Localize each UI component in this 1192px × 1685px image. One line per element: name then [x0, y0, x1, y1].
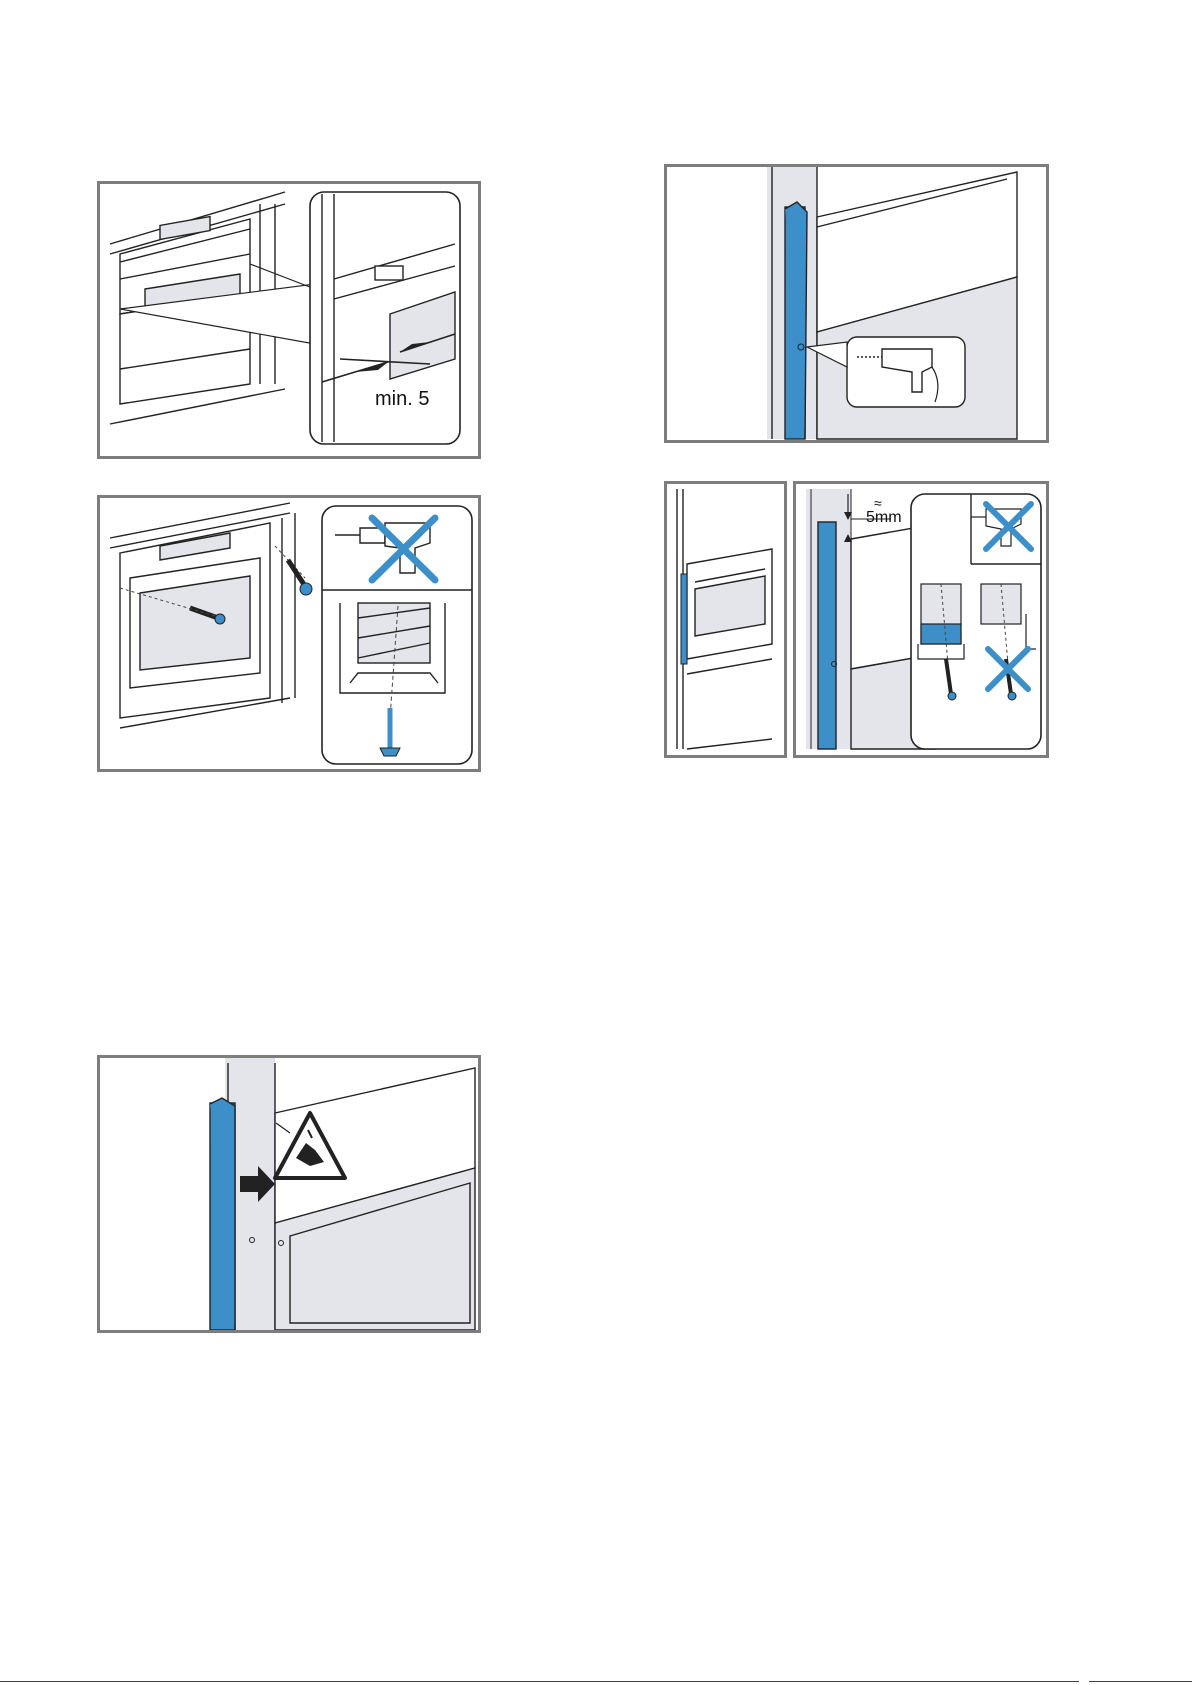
page-bottom-tick [1079, 1681, 1089, 1682]
cabinet-overview-illustration [667, 484, 784, 755]
min-gap-label: min. 5 [375, 388, 429, 410]
figure-side-panel-screw: ≈ 5mm [793, 481, 1049, 758]
figure-cabinet-overview [664, 481, 787, 758]
screw-fixing-illustration [100, 498, 478, 769]
oven-gap-illustration: min. 5 [100, 184, 478, 456]
figure-drill-panel [664, 164, 1049, 443]
figure-oven-gap: min. 5 [97, 181, 481, 459]
insert-panel-illustration [100, 1058, 478, 1330]
gap-label: 5mm [866, 509, 902, 526]
side-panel-screw-illustration: ≈ 5mm [796, 484, 1046, 755]
screw-icon [288, 560, 312, 595]
figure-screw-fixing [97, 495, 481, 772]
page-bottom-rule [0, 1681, 1192, 1682]
figure-insert-panel [97, 1055, 481, 1333]
drill-panel-illustration [667, 167, 1046, 440]
